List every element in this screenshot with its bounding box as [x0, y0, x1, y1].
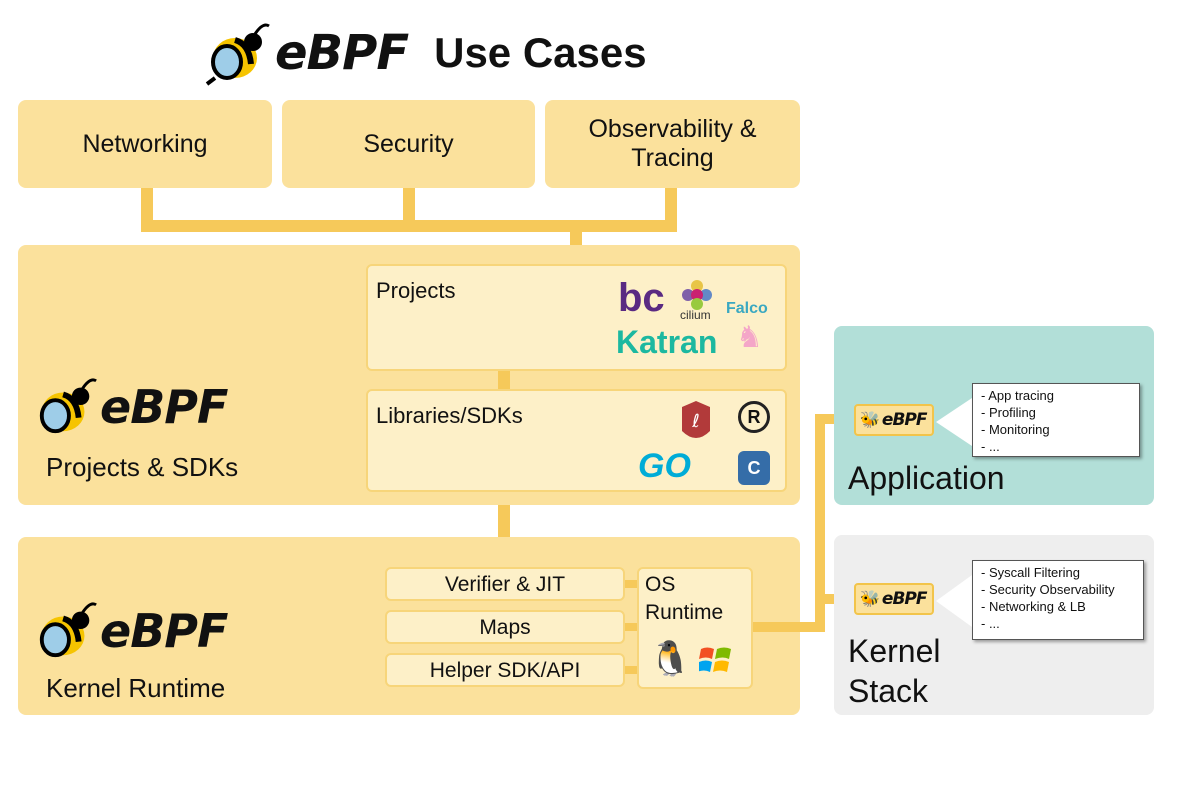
cilium-label-icon: cilium: [680, 308, 711, 322]
bee-mini-icon: 🐝: [860, 591, 880, 608]
list-item: - App tracing: [981, 388, 1054, 403]
list-item: - Syscall Filtering: [981, 565, 1080, 580]
kernel-stack-ebpf-badge: 🐝 eBPF: [854, 583, 934, 615]
application-list: - App tracing - Profiling - Monitoring -…: [972, 383, 1140, 457]
svg-text:ℓ: ℓ: [691, 411, 699, 432]
projects-brand: eBPF: [34, 375, 228, 439]
badge-text: eBPF: [881, 410, 928, 430]
list-item: - ...: [981, 616, 1000, 631]
libbpf-logo-icon: ℓ: [682, 401, 710, 438]
kernel-stack-list: - Syscall Filtering - Security Observabi…: [972, 560, 1144, 640]
callout-pointer: [936, 575, 972, 627]
application-panel: 🐝 eBPF - App tracing - Profiling - Monit…: [834, 326, 1154, 505]
maps-box: Maps: [385, 610, 625, 644]
bee-logo-icon: [205, 23, 270, 86]
list-item: - Security Observability: [981, 582, 1115, 597]
libraries-title: Libraries/SDKs: [376, 403, 523, 428]
connector-verifier-os: [625, 580, 637, 588]
bee-mini-icon: 🐝: [860, 412, 880, 429]
katran-logo-icon: Katran: [616, 324, 718, 360]
use-case-observability: Observability & Tracing: [545, 100, 800, 188]
connector-vertical-right: [815, 414, 825, 632]
page-title: eBPF Use Cases: [205, 18, 655, 88]
connector-os-right: [753, 622, 825, 632]
linux-tux-icon: 🐧: [649, 640, 692, 678]
brand-text: eBPF: [100, 604, 228, 658]
bee-logo-icon: [39, 378, 97, 434]
projects-title: Projects: [376, 278, 456, 303]
helper-sdk-box: Helper SDK/API: [385, 653, 625, 687]
list-item: - Networking & LB: [981, 599, 1086, 614]
kernel-stack-panel: 🐝 eBPF - Syscall Filtering - Security Ob…: [834, 535, 1154, 715]
use-case-security: Security: [282, 100, 535, 188]
badge-text: eBPF: [881, 589, 928, 609]
pony-logo-icon: ♞: [736, 321, 763, 354]
connector-helper-os: [625, 666, 637, 674]
cpp-logo-icon: C: [738, 451, 770, 485]
connector-maps-os: [625, 623, 637, 631]
cilium-logo-icon: [682, 280, 712, 310]
os-runtime-box: OS Runtime 🐧: [637, 567, 753, 689]
kernel-runtime-caption: Kernel Runtime: [46, 673, 226, 703]
connector-projects-libs: [498, 371, 510, 389]
connector-bus: [141, 220, 677, 232]
verifier-jit-box: Verifier & JIT: [385, 567, 625, 601]
brand-text: eBPF: [100, 380, 228, 434]
falco-logo-icon: Falco: [726, 300, 768, 317]
bcc-logo-icon: bc: [618, 276, 665, 320]
bee-logo-icon: [39, 602, 97, 658]
windows-logo-icon: [699, 647, 731, 672]
os-runtime-text: OS Runtime: [645, 573, 724, 624]
kernel-stack-label: Kernel Stack: [848, 633, 941, 709]
list-item: - Profiling: [981, 405, 1036, 420]
connector-to-kernel: [498, 505, 510, 539]
application-ebpf-badge: 🐝 eBPF: [854, 404, 934, 436]
callout-pointer: [936, 398, 972, 446]
projects-box: Projects bc cilium Falco Katran ♞: [366, 264, 787, 371]
list-item: - Monitoring: [981, 422, 1050, 437]
projects-sdks-caption: Projects & SDKs: [46, 452, 239, 482]
libraries-box: Libraries/SDKs ℓ R GO C: [366, 389, 787, 492]
use-case-networking: Networking: [18, 100, 272, 188]
title-brand: eBPF: [275, 25, 409, 81]
kernel-brand: eBPF: [34, 599, 228, 663]
title-text: Use Cases: [434, 29, 647, 76]
rust-logo-icon: R: [738, 401, 770, 433]
list-item: - ...: [981, 439, 1000, 454]
application-label: Application: [848, 460, 1005, 496]
go-logo-icon: GO: [638, 447, 691, 485]
